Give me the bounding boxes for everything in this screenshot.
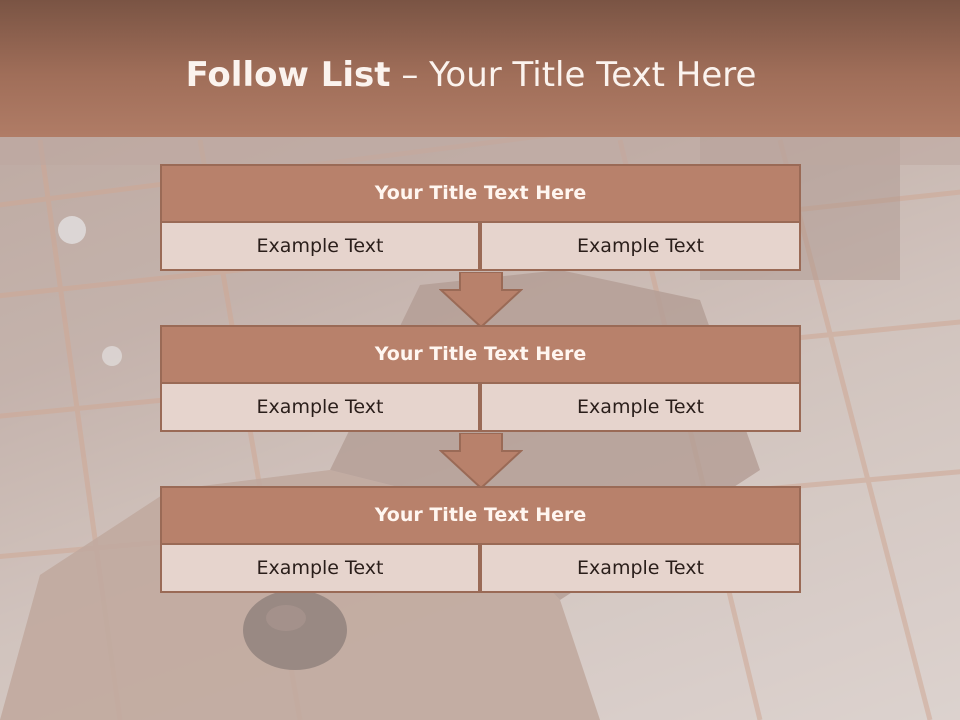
step-title: Your Title Text Here (160, 164, 801, 223)
step-right-text: Example Text (480, 543, 801, 593)
header-band (0, 0, 960, 137)
step-block-2: Your Title Text Here Example Text Exampl… (160, 325, 801, 433)
step-left-text: Example Text (160, 221, 480, 271)
slide-title-bold: Follow List (185, 55, 391, 95)
step-right-text: Example Text (480, 382, 801, 432)
step-left-text: Example Text (160, 543, 480, 593)
step-block-3: Your Title Text Here Example Text Exampl… (160, 486, 801, 594)
slide-title: Follow List – Your Title Text Here (0, 52, 942, 98)
step-right-text: Example Text (480, 221, 801, 271)
step-title: Your Title Text Here (160, 486, 801, 545)
down-arrow-icon (439, 272, 523, 328)
step-block-1: Your Title Text Here Example Text Exampl… (160, 164, 801, 272)
step-title: Your Title Text Here (160, 325, 801, 384)
down-arrow-icon (439, 433, 523, 489)
header-strip (0, 137, 960, 165)
slide-title-rest: – Your Title Text Here (401, 55, 757, 95)
step-left-text: Example Text (160, 382, 480, 432)
